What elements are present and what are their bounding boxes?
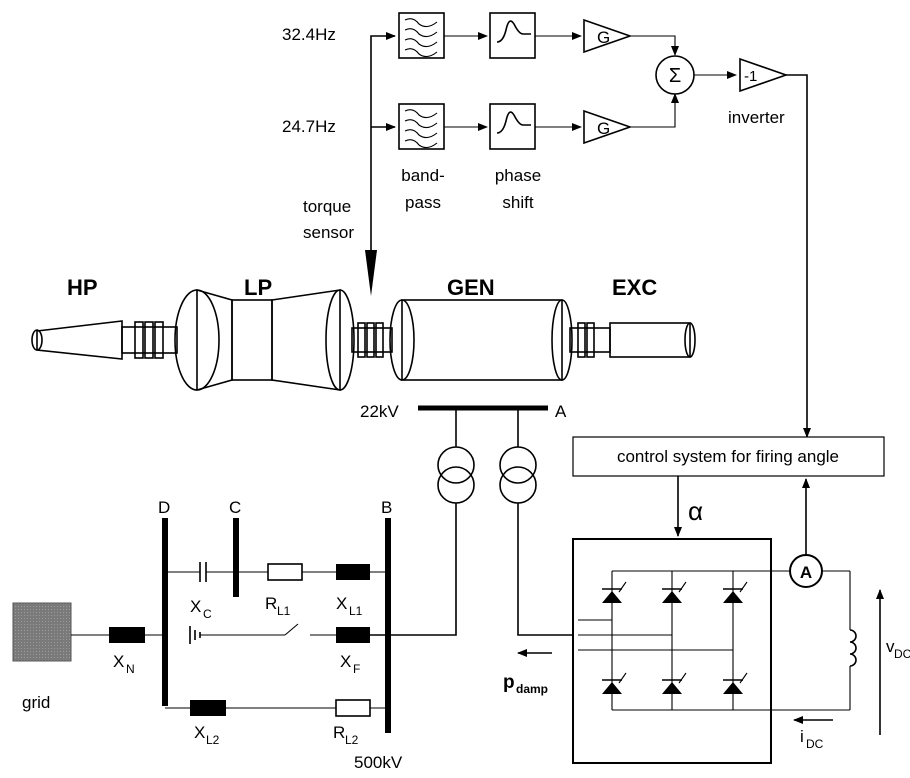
bandpass-filter-2 (398, 103, 445, 150)
turbine-generator-shaft: HP LP GEN EXC (31, 275, 696, 392)
xc-subscript: C (203, 607, 212, 621)
xl2-label: X (194, 723, 205, 742)
xl1-subscript: L1 (349, 604, 363, 618)
gen-exc-coupling (569, 322, 611, 358)
inverter-to-control-line (786, 74, 811, 438)
xc-label: X (190, 597, 201, 616)
hp-lp-coupling (121, 321, 178, 359)
summing-junction: Σ (655, 55, 695, 95)
generator (389, 299, 573, 381)
xl1-label: X (336, 594, 347, 613)
bus-b-label: B (381, 498, 392, 517)
thyristor-1 (602, 581, 627, 603)
network: D C B 500kV X C R L1 X L1 X F (12, 498, 403, 772)
bandpass-filter-1 (398, 12, 445, 59)
lp-label: LP (244, 275, 272, 300)
bandpass-label-2: pass (405, 193, 441, 212)
generator-bus: 22kV A (360, 402, 567, 447)
freq-24-label: 24.7Hz (282, 117, 336, 136)
svg-text:Σ: Σ (669, 65, 681, 87)
resistor-rl1 (267, 563, 303, 581)
inverter-label: inverter (728, 108, 785, 127)
svg-text:G: G (597, 119, 610, 138)
fault-switch (284, 623, 299, 636)
rl1-subscript: L1 (277, 604, 291, 618)
phase-shift-block-1 (489, 12, 536, 59)
xn-label: X (113, 652, 124, 671)
freq-32-label: 32.4Hz (282, 25, 336, 44)
torque-label-1: torque (303, 197, 351, 216)
thyristor-4 (602, 672, 627, 694)
svg-text:G: G (597, 28, 610, 47)
control-system: control system for firing angle (572, 436, 885, 477)
phaseshift-label-1: phase (495, 166, 541, 185)
pdamp-subscript: damp (516, 682, 548, 696)
inverter-block: -1 (739, 57, 789, 93)
lp-gen-coupling (351, 322, 393, 358)
resistor-rl2 (335, 699, 371, 717)
torque-sensor-probe (365, 250, 377, 296)
gen-label: GEN (447, 275, 495, 300)
gain-block-2: G (583, 109, 633, 145)
dc-inductor (849, 629, 857, 667)
bus-22kv-label: 22kV (360, 402, 399, 421)
reactor-xn (109, 627, 145, 643)
control-system-label: control system for firing angle (617, 447, 839, 466)
signal-chain: 32.4Hz 24.7Hz G (282, 12, 811, 438)
rl2-label: R (333, 723, 345, 742)
hp-label: HP (67, 275, 98, 300)
bus-c-label: C (229, 498, 241, 517)
dc-circuit: A v DC i DC (789, 478, 910, 751)
xf-label: X (340, 652, 351, 671)
vdc-subscript: DC (894, 647, 910, 661)
idc-subscript: DC (806, 737, 824, 751)
idc-label: i (800, 727, 804, 746)
bus-d-label: D (158, 498, 170, 517)
xf-subscript: F (353, 662, 360, 676)
transformer-2 (499, 446, 537, 504)
bandpass-label-1: band- (401, 166, 444, 185)
thyristor-converter (572, 538, 850, 764)
svg-text:-1: -1 (744, 68, 757, 85)
gain2-to-sum-line (630, 93, 679, 128)
gain1-to-sum-line (630, 35, 679, 56)
sensor-to-bandpass1-line (370, 32, 396, 268)
bus-a-label: A (555, 402, 567, 421)
vdc-label: v (886, 637, 895, 656)
thyristor-3 (723, 581, 748, 603)
thyristor-5 (662, 672, 687, 694)
thyristor-6 (723, 672, 748, 694)
torque-label-2: sensor (303, 223, 354, 242)
transformer-1 (437, 446, 475, 504)
grid-block (12, 602, 72, 662)
phaseshift-label-2: shift (502, 193, 533, 212)
hp-turbine (31, 320, 123, 360)
transformer2-to-converter-line (517, 503, 578, 636)
reactor-xl2 (190, 700, 226, 716)
grid-label: grid (22, 693, 50, 712)
reactor-xl1 (336, 564, 370, 580)
pdamp-label: p (503, 672, 515, 693)
gain-block-1: G (583, 18, 633, 54)
thyristor-2 (662, 581, 687, 603)
transformer1-to-busB-line (364, 503, 457, 636)
alpha-label: α (688, 496, 703, 526)
reactor-xf (336, 627, 370, 643)
rl2-subscript: L2 (345, 733, 359, 747)
phase-shift-block-2 (489, 103, 536, 150)
xn-subscript: N (126, 662, 135, 676)
exc-label: EXC (612, 275, 657, 300)
ammeter-label: A (800, 563, 812, 582)
lp-turbine (174, 288, 355, 392)
bus-500kv-label: 500kV (354, 753, 403, 772)
exciter (609, 322, 696, 358)
xl2-subscript: L2 (206, 733, 220, 747)
rl1-label: R (265, 594, 277, 613)
